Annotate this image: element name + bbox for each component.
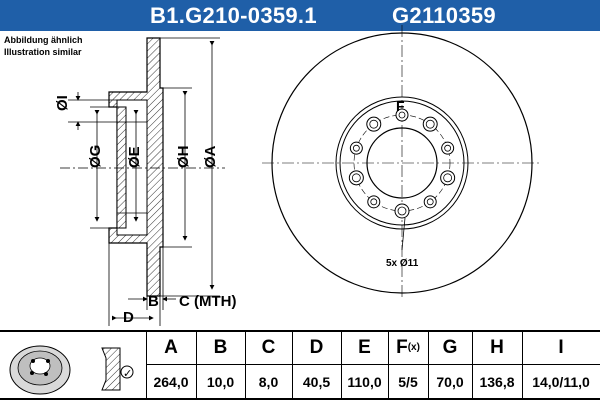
label-dim-G: ØG [87, 145, 104, 168]
table-col-divider [146, 330, 147, 400]
table-value-a: 264,0 [153, 374, 189, 390]
bolt-hole [440, 170, 456, 186]
bolt-hole [395, 108, 409, 122]
illustration-note: Abbildung ähnlich Illustration similar [4, 34, 83, 58]
table-col-divider [245, 330, 246, 400]
table-top-border [0, 330, 600, 332]
bolt-hole [441, 141, 455, 155]
table-header-d: D [309, 337, 324, 358]
part-number-secondary: G2110359 [392, 3, 496, 28]
table-col-divider [292, 330, 293, 400]
label-dim-I: ØI [54, 95, 71, 111]
bolt-holes-label: 5x Ø11 [386, 258, 419, 269]
bolt-hole [423, 195, 437, 209]
disc-thumbnail: ✓ [9, 345, 134, 395]
bolt-hole-inner [398, 111, 406, 119]
table-value-f: 5/5 [398, 374, 418, 390]
table-header-f: F(x) [396, 337, 420, 358]
table-value-g: 70,0 [436, 374, 464, 390]
table-header-f-suffix: (x) [407, 342, 420, 353]
bolt-hole [349, 141, 363, 155]
table-value-i: 14,0/11,0 [532, 374, 590, 390]
bolt-hole-inner [351, 173, 361, 183]
table-col-divider [196, 330, 197, 400]
table-header-g: G [442, 337, 458, 358]
table-header-i: I [558, 337, 564, 358]
bolt-hole [422, 116, 438, 132]
bolt-hole-inner [369, 119, 379, 129]
table-col-divider [522, 330, 523, 400]
label-dim-C: C (MTH) [179, 293, 236, 310]
table-header-h: H [490, 337, 504, 358]
label-dim-A: ØA [202, 145, 219, 168]
header-bar: B1.G210-0359.1 G2110359 [0, 0, 600, 31]
table-col-divider [472, 330, 473, 400]
part-number-primary: B1.G210-0359.1 [150, 3, 317, 28]
table-header-a: A [164, 337, 178, 358]
table-value-d: 40,5 [302, 374, 331, 390]
table-header-b: B [213, 337, 228, 358]
bolt-hole-inner [425, 119, 435, 129]
label-F: F [396, 98, 405, 114]
table-value-c: 8,0 [258, 374, 279, 390]
label-dim-B: B [148, 293, 159, 310]
table-value-b: 10,0 [206, 374, 235, 390]
bolt-hole-inner [397, 206, 407, 216]
table-bottom-border [0, 398, 600, 400]
note-line-de: Abbildung ähnlich [4, 35, 83, 45]
label-dim-E: ØE [126, 146, 143, 168]
label-dim-D: D [123, 309, 134, 326]
bolt-hole [366, 116, 382, 132]
table-col-divider [341, 330, 342, 400]
bolt-holes [348, 108, 456, 219]
table-col-divider [428, 330, 429, 400]
svg-text:✓: ✓ [123, 368, 132, 380]
table-col-divider [388, 330, 389, 400]
bolt-hole [367, 195, 381, 209]
spec-table: ✓ [0, 330, 600, 400]
note-line-en: Illustration similar [4, 47, 82, 57]
label-dim-H: ØH [175, 146, 192, 169]
bolt-hole [394, 203, 410, 219]
bolt-hole-inner [426, 198, 434, 206]
table-value-h: 136,8 [479, 374, 515, 390]
table-value-e: 110,0 [347, 374, 382, 390]
table-header-c: C [261, 337, 276, 358]
bolt-hole-inner [443, 173, 453, 183]
bolt-hole-inner [352, 144, 360, 152]
bolt-hole-inner [444, 144, 452, 152]
dimension-lines [68, 37, 220, 326]
table-header-e: E [358, 337, 371, 358]
table-row-divider [146, 364, 600, 365]
brake-disc-drawing: ØI ØG ØE ØH ØA B C (MTH) D F 5x Ø11 [54, 25, 542, 326]
bolt-hole [348, 170, 364, 186]
bolt-hole-inner [370, 198, 378, 206]
